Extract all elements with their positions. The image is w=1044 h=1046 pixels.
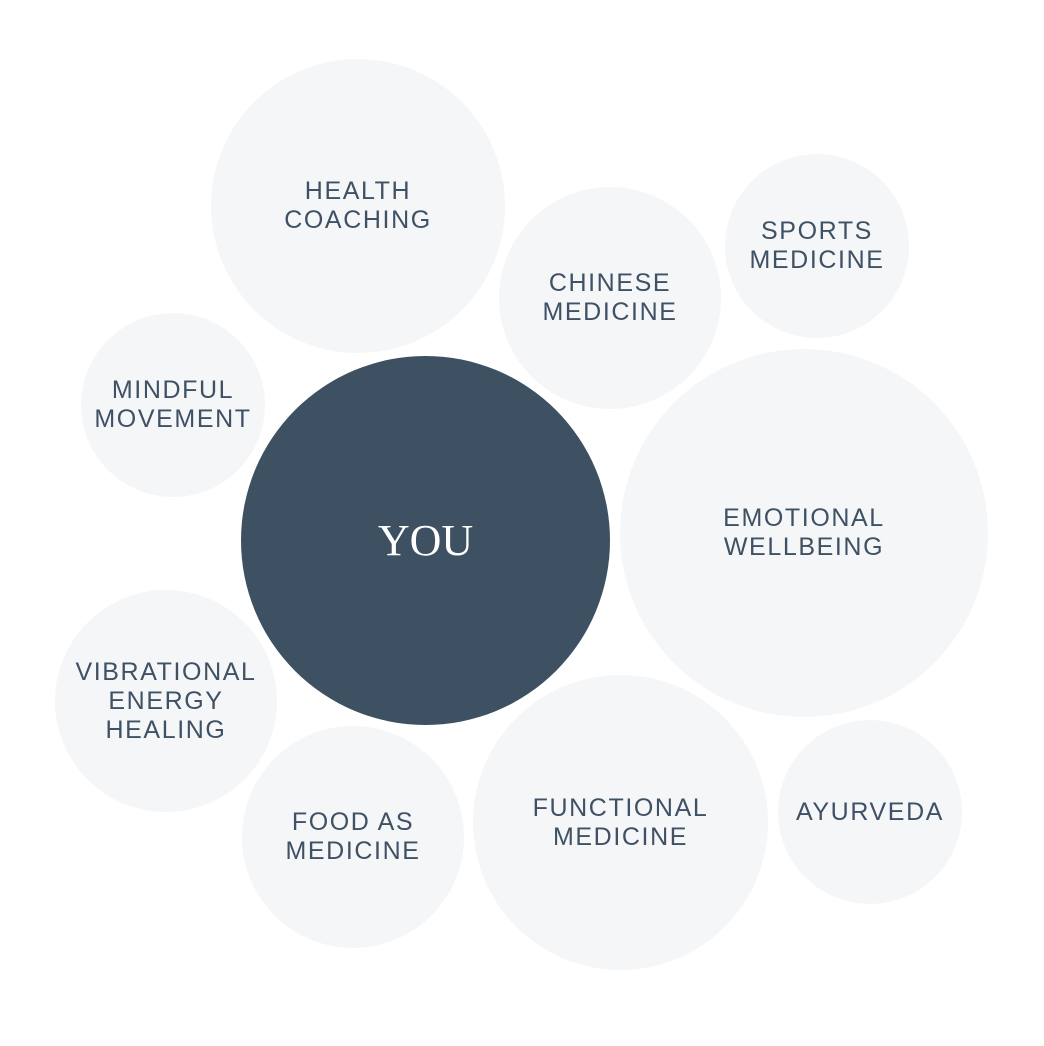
bubble-chinese-medicine: CHINESE MEDICINE bbox=[499, 187, 721, 409]
bubble-label: AYURVEDA bbox=[795, 797, 945, 826]
bubble-label: SPORTS MEDICINE bbox=[749, 217, 885, 274]
bubble-label: FOOD AS MEDICINE bbox=[285, 808, 421, 865]
bubble-label: MINDFUL MOVEMENT bbox=[94, 376, 252, 433]
bubble-sports-medicine: SPORTS MEDICINE bbox=[725, 154, 909, 338]
bubble-vibrational-energy-healing: VIBRATIONAL ENERGY HEALING bbox=[55, 590, 277, 812]
bubble-health-coaching: HEALTH COACHING bbox=[211, 59, 505, 353]
bubble-ayurveda: AYURVEDA bbox=[778, 720, 962, 904]
bubble-label: FUNCTIONAL MEDICINE bbox=[532, 793, 709, 851]
center-label: YOU bbox=[377, 515, 474, 565]
bubble-mindful-movement: MINDFUL MOVEMENT bbox=[81, 313, 265, 497]
bubble-label: CHINESE MEDICINE bbox=[542, 269, 678, 326]
bubble-food-as-medicine: FOOD AS MEDICINE bbox=[242, 726, 464, 948]
bubble-label: HEALTH COACHING bbox=[284, 177, 432, 234]
bubble-functional-medicine: FUNCTIONAL MEDICINE bbox=[473, 675, 768, 970]
bubble-you-center: YOU bbox=[241, 356, 610, 725]
bubble-label: VIBRATIONAL ENERGY HEALING bbox=[75, 657, 257, 744]
bubble-label: EMOTIONAL WELLBEING bbox=[723, 504, 885, 561]
bubble-emotional-wellbeing: EMOTIONAL WELLBEING bbox=[620, 349, 988, 717]
